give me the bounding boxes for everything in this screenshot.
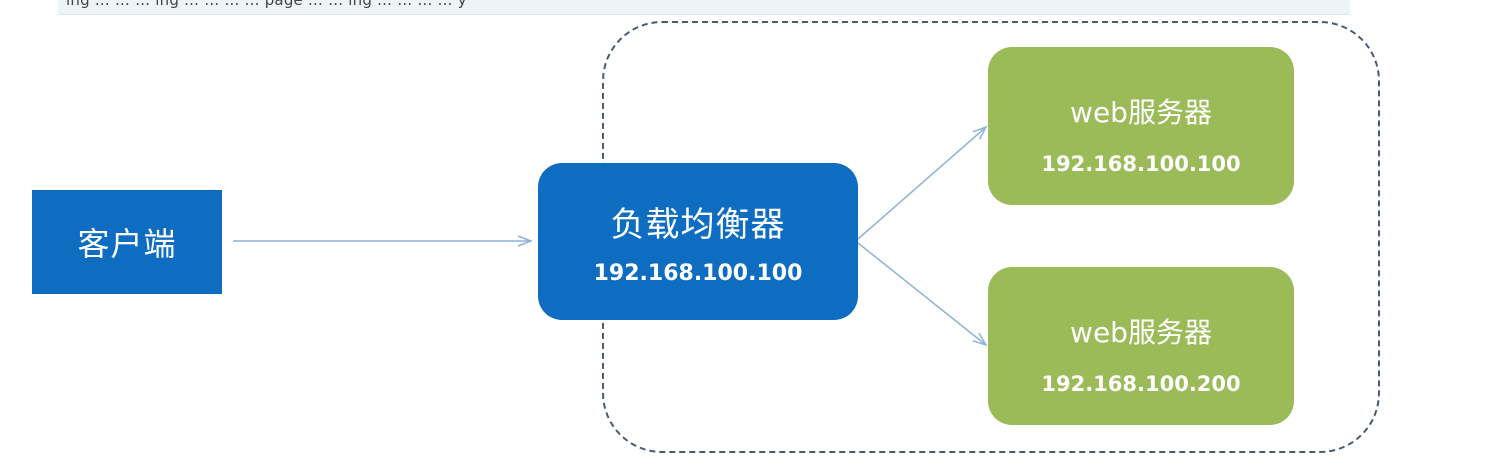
web-server-node-1: web服务器 192.168.100.100	[988, 47, 1294, 205]
load-balancer-node: 负载均衡器 192.168.100.100	[538, 163, 858, 320]
top-strip: ing … … … ing … … … … page … … ing … … ……	[58, 0, 1350, 15]
load-balancer-label: 负载均衡器	[610, 205, 786, 245]
web-server-ip-1: 192.168.100.100	[1041, 152, 1241, 176]
web-server-label-1: web服务器	[1070, 96, 1212, 129]
load-balancer-ip: 192.168.100.100	[593, 261, 803, 286]
web-server-ip-2: 192.168.100.200	[1041, 372, 1241, 396]
web-server-node-2: web服务器 192.168.100.200	[988, 267, 1294, 425]
web-server-label-2: web服务器	[1070, 316, 1212, 349]
top-strip-text: ing … … … ing … … … … page … … ing … … ……	[66, 0, 467, 9]
client-node: 客户端	[32, 190, 222, 294]
client-label: 客户端	[77, 225, 177, 263]
